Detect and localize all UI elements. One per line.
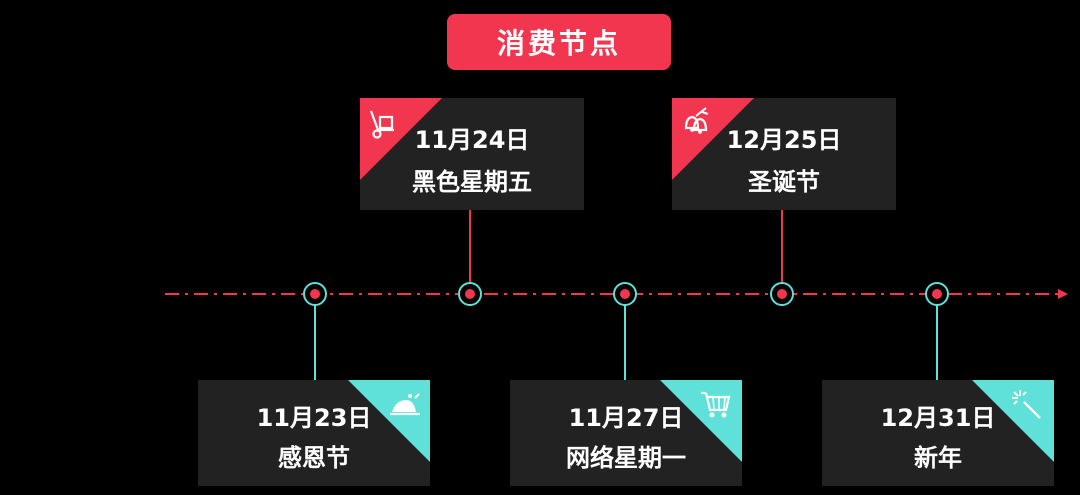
timeline-node-cyber-monday [613,282,637,306]
event-name: 圣诞节 [748,168,820,196]
event-card-thanksgiving: 11月23日 感恩节 [198,380,430,486]
event-date: 12月31日 [880,404,996,432]
turkey-dinner-icon [390,393,420,416]
card-corner-cyan [348,380,430,462]
timeline-arrow [1058,289,1068,299]
card-corner-red [360,98,442,180]
timeline-node-new-year [925,282,949,306]
shopping-cart-icon [701,391,731,418]
event-card-cyber-monday: 11月27日 网络星期一 [510,380,742,486]
timeline-node-christmas [770,282,794,306]
page-title-text: 消费节点 [496,27,621,60]
timeline-node-black-friday [458,282,482,306]
event-name: 黑色星期五 [412,168,532,196]
magic-wand-icon [1012,390,1041,419]
event-date: 12月25日 [726,126,842,154]
event-date: 11月24日 [414,126,530,154]
hand-truck-icon [369,110,394,139]
event-date: 11月27日 [568,404,684,432]
event-name: 网络星期一 [566,444,686,472]
christmas-bells-icon [684,107,709,134]
event-name: 新年 [914,444,962,472]
timeline-node-thanksgiving [303,282,327,306]
event-card-black-friday: 11月24日 黑色星期五 [360,98,584,210]
event-card-new-year: 12月31日 新年 [822,380,1054,486]
event-date: 11月23日 [256,404,372,432]
event-name: 感恩节 [278,444,350,472]
card-corner-red [672,98,754,180]
card-corner-cyan [972,380,1054,462]
page-title: 消费节点 [447,14,671,70]
event-card-christmas: 12月25日 圣诞节 [672,98,896,210]
